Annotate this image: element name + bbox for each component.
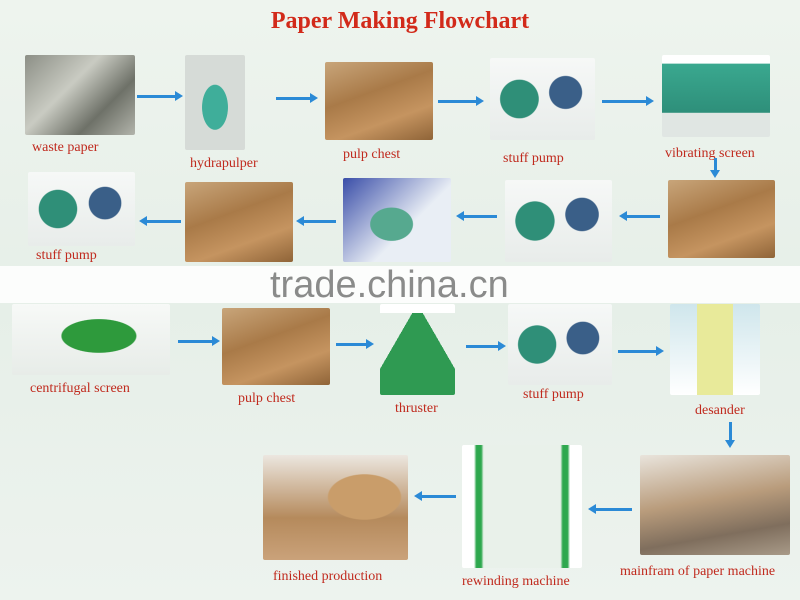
pulp-chest-image [668, 180, 775, 258]
hydrapulper-image [185, 55, 245, 150]
pulp-chest-image [325, 62, 433, 140]
finished-production-label: finished production [273, 569, 383, 584]
arrow-right [438, 96, 484, 106]
arrow-left [296, 216, 336, 226]
finished-production-image [263, 455, 408, 560]
motor-pump-image [343, 178, 451, 262]
arrow-down [710, 158, 720, 178]
arrow-right [336, 339, 374, 349]
waste-paper-label: waste paper [32, 140, 99, 155]
arrow-down [725, 422, 735, 448]
stuff-pump-label: stuff pump [36, 248, 97, 263]
stuff-pump-image [505, 180, 612, 262]
waste-paper-image [25, 55, 135, 135]
desander-image [670, 304, 760, 395]
arrow-right [618, 346, 664, 356]
pulp-chest-label: pulp chest [238, 391, 296, 406]
vibrating-screen-label: vibrating screen [665, 146, 755, 161]
watermark: trade.china.cn [270, 264, 509, 306]
stuff-pump-label: stuff pump [503, 151, 564, 166]
thruster-label: thruster [395, 401, 438, 416]
arrow-right [276, 93, 318, 103]
arrow-left [414, 491, 456, 501]
arrow-left [139, 216, 181, 226]
centrifugal-screen-label: centrifugal screen [30, 381, 130, 396]
rewinding-machine-label: rewinding machine [462, 574, 570, 589]
hydrapulper-label: hydrapulper [190, 156, 258, 171]
stuff-pump-image [28, 172, 135, 246]
stuff-pump-image [490, 58, 595, 140]
vibrating-screen-image [662, 55, 770, 137]
arrow-right [466, 341, 506, 351]
rewinding-machine-image [462, 445, 582, 568]
stuff-pump-label: stuff pump [523, 387, 584, 402]
arrow-right [178, 336, 220, 346]
stuff-pump-image [508, 304, 612, 385]
arrow-right [137, 91, 183, 101]
arrow-left [619, 211, 660, 221]
watermark-band [0, 266, 800, 303]
arrow-left [588, 504, 632, 514]
arrow-right [602, 96, 654, 106]
pulp-chest-label: pulp chest [343, 147, 401, 162]
pulp-chest-image [222, 308, 330, 385]
page-title: Paper Making Flowchart [270, 8, 530, 34]
desander-label: desander [695, 403, 745, 418]
centrifugal-screen-image [12, 304, 170, 375]
thruster-image [380, 304, 455, 395]
arrow-left [456, 211, 497, 221]
pulp-chest-image [185, 182, 293, 262]
paper-machine-mainframe-label: mainfram of paper machine [620, 564, 776, 579]
paper-machine-mainframe-image [640, 455, 790, 555]
